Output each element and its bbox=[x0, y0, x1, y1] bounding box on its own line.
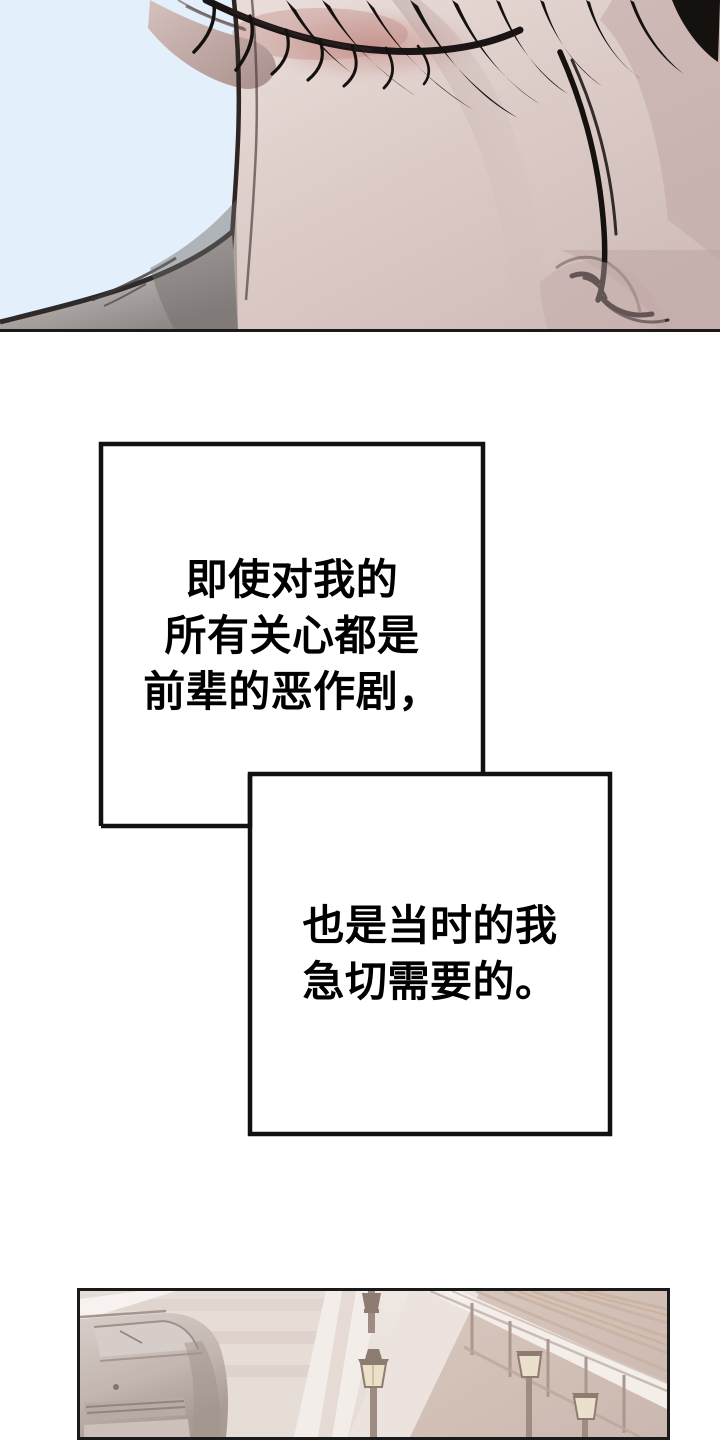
face-closeup-panel bbox=[0, 0, 720, 332]
street-lamp-right bbox=[516, 1351, 543, 1437]
parked-car bbox=[80, 1309, 228, 1437]
street-scene-panel bbox=[77, 1288, 670, 1440]
narration-text-upper: 即使对我的 所有关心都是 前辈的恶作剧， bbox=[143, 556, 441, 715]
narration-text-lower: 也是当时的我 急切需要的。 bbox=[302, 902, 558, 1005]
narration-box-lower-outline bbox=[247, 771, 613, 1137]
narration-box-fill bbox=[101, 444, 610, 1134]
narration-box-upper-outline bbox=[98, 441, 486, 826]
face-closeup-artwork bbox=[0, 0, 720, 329]
narration-boxes-outline bbox=[98, 441, 613, 1137]
street-lamp-rightmost bbox=[572, 1393, 599, 1437]
street-lamp-near bbox=[358, 1349, 389, 1437]
narration-boxes-group bbox=[95, 438, 620, 1144]
street-lamp-far bbox=[362, 1291, 381, 1333]
street-scene-artwork bbox=[80, 1291, 667, 1437]
